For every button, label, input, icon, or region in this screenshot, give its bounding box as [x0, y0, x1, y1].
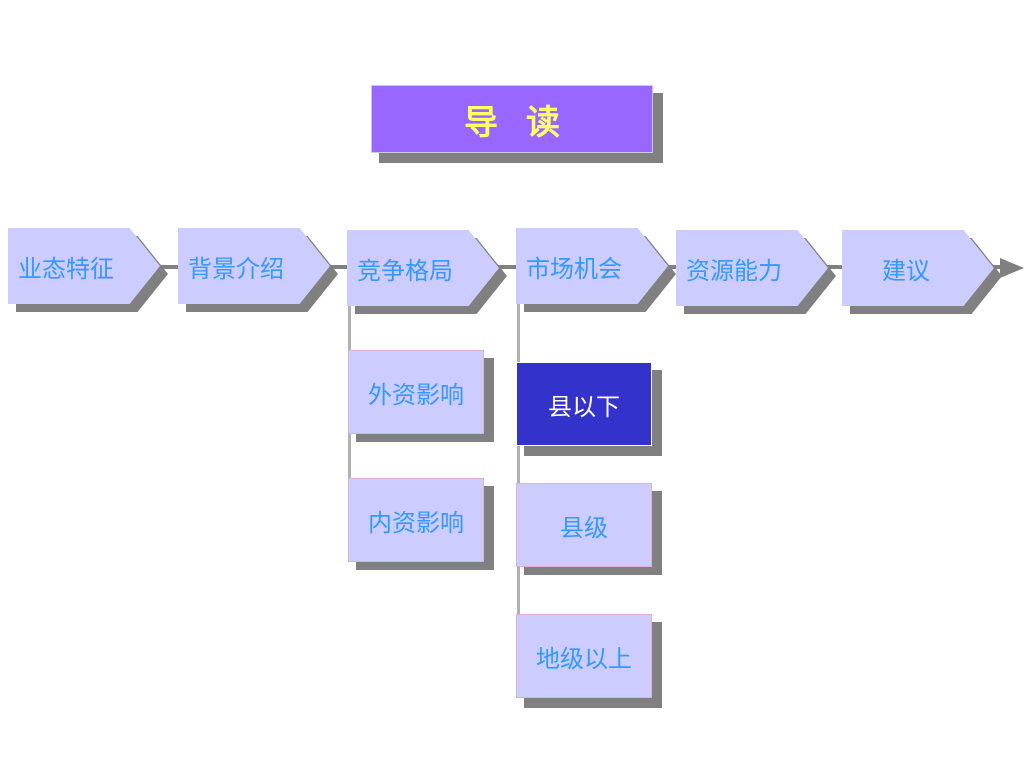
box-below-county[interactable]: 县以下 — [516, 362, 652, 446]
box-label: 县级 — [560, 513, 608, 542]
chevron-label: 市场机会 — [526, 254, 622, 283]
box-county-level[interactable]: 县级 — [516, 483, 652, 567]
chevron-label: 建议 — [882, 256, 930, 285]
box-domestic-impact[interactable]: 内资影响 — [348, 478, 484, 562]
chevron-background[interactable]: 背景介绍 — [178, 228, 338, 312]
box-label: 外资影响 — [368, 380, 464, 409]
chevron-recommendation[interactable]: 建议 — [842, 230, 1002, 314]
chevron-business-features[interactable]: 业态特征 — [8, 228, 168, 312]
box-foreign-impact[interactable]: 外资影响 — [348, 350, 484, 434]
box-label: 地级以上 — [536, 644, 632, 673]
chevron-label: 业态特征 — [18, 254, 114, 283]
chevron-resources[interactable]: 资源能力 — [676, 230, 836, 314]
chevron-label: 资源能力 — [686, 256, 782, 285]
chevron-competition[interactable]: 竞争格局 — [347, 230, 507, 314]
box-label: 县以下 — [548, 392, 620, 421]
box-label: 内资影响 — [368, 508, 464, 537]
box-prefecture-above[interactable]: 地级以上 — [516, 614, 652, 698]
chevron-label: 背景介绍 — [188, 254, 284, 283]
market-connector-line — [517, 300, 520, 660]
page-title: 导读 — [371, 85, 653, 153]
chevron-label: 竞争格局 — [357, 256, 453, 285]
chevron-market-opportunity[interactable]: 市场机会 — [516, 228, 676, 312]
flow-arrowhead-icon — [1000, 258, 1024, 278]
